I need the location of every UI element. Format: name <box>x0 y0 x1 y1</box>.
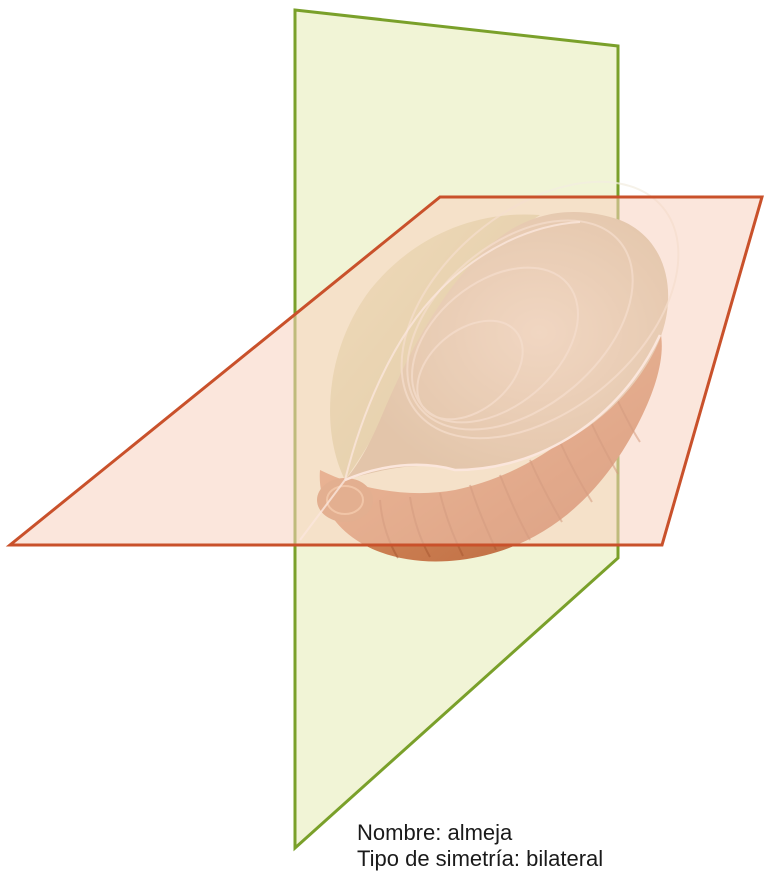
horizontal-symmetry-plane <box>10 197 762 545</box>
caption: Nombre: almeja Tipo de simetría: bilater… <box>357 820 603 872</box>
caption-name: Nombre: almeja <box>357 820 603 846</box>
caption-symmetry-type: Tipo de simetría: bilateral <box>357 846 603 872</box>
